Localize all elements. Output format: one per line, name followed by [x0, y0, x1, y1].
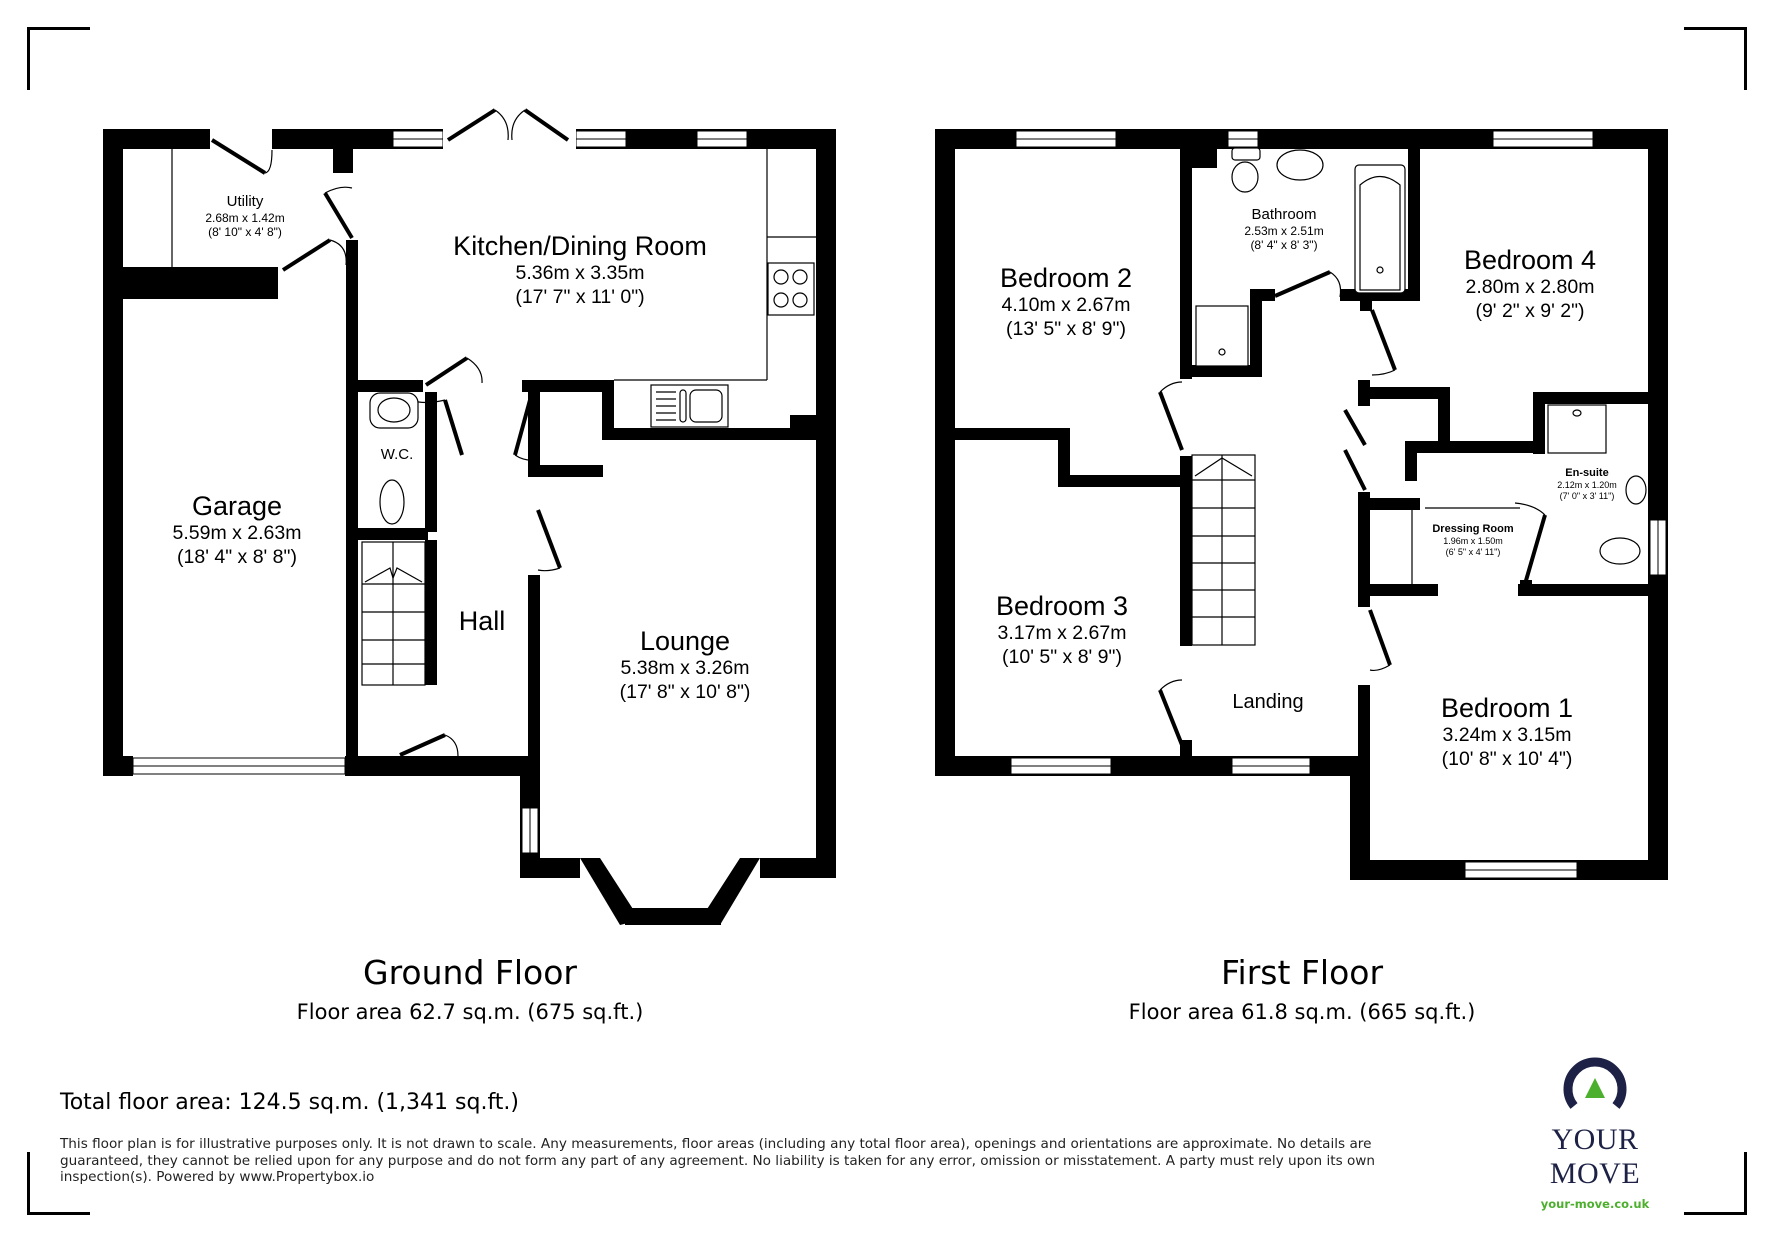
room-metric: 2.12m x 1.20m	[1557, 480, 1617, 491]
room-landing: Landing	[1232, 690, 1303, 714]
room-imperial: (6' 5" x 4' 11")	[1445, 546, 1501, 557]
room-bedroom-4: Bedroom 4 2.80m x 2.80m (9' 2" x 9' 2")	[1464, 244, 1596, 323]
room-imperial: (18' 4" x 8' 8")	[177, 545, 297, 568]
ensuite-fittings	[1411, 404, 1647, 584]
room-bedroom-1: Bedroom 1 3.24m x 3.15m (10' 8" x 10' 4"…	[1441, 692, 1573, 771]
room-name: Utility	[226, 193, 264, 210]
room-name: Hall	[458, 606, 506, 636]
room-utility: Utility 2.68m x 1.42m (8' 10" x 4' 8")	[205, 193, 284, 240]
corner-mark-top-left	[27, 27, 90, 90]
total-floor-area: Total floor area: 124.5 sq.m. (1,341 sq.…	[60, 1090, 520, 1115]
first-floor-stairs	[1191, 454, 1256, 646]
room-hall: Hall	[459, 605, 506, 637]
corner-mark-bottom-left	[27, 1152, 90, 1215]
room-ensuite: En-suite 2.12m x 1.20m (7' 0" x 3' 11")	[1557, 467, 1617, 502]
room-bathroom: Bathroom 2.53m x 2.51m (8' 4" x 8' 3")	[1244, 206, 1323, 253]
ground-door-swings	[264, 109, 561, 757]
room-name: Bedroom 2	[999, 263, 1133, 293]
room-name: Dressing Room	[1432, 523, 1514, 535]
room-name: Bedroom 4	[1463, 245, 1597, 275]
room-metric: 3.17m x 2.67m	[997, 622, 1127, 645]
floor-title: Ground Floor	[363, 953, 577, 992]
room-name: En-suite	[1565, 467, 1609, 479]
kitchen-fittings	[171, 149, 816, 428]
room-metric: 5.38m x 3.26m	[620, 657, 750, 680]
room-name: Lounge	[639, 626, 731, 656]
first-floor-doors	[1158, 270, 1547, 746]
room-imperial: (10' 5" x 8' 9")	[1002, 645, 1122, 668]
room-name: W.C.	[380, 446, 414, 463]
room-wc: W.C.	[381, 446, 414, 464]
room-metric: 1.96m x 1.50m	[1443, 536, 1503, 547]
room-name: Landing	[1232, 691, 1304, 713]
disclaimer-text: This floor plan is for illustrative purp…	[60, 1136, 1376, 1185]
room-lounge: Lounge 5.38m x 3.26m (17' 8" x 10' 8")	[620, 625, 751, 704]
room-metric: 2.80m x 2.80m	[1465, 276, 1595, 299]
your-move-logo-icon	[1563, 1057, 1627, 1109]
room-imperial: (10' 8" x 10' 4")	[1441, 747, 1573, 770]
room-metric: 2.53m x 2.51m	[1244, 224, 1324, 238]
room-metric: 2.68m x 1.42m	[205, 211, 285, 225]
ground-floor-doors	[210, 108, 570, 757]
room-metric: 3.24m x 3.15m	[1442, 724, 1572, 747]
floor-title: First Floor	[1220, 953, 1384, 992]
first-floor-caption: First Floor Floor area 61.8 sq.m. (665 s…	[1129, 953, 1476, 1024]
wc-fittings	[369, 392, 419, 525]
ground-stairs	[361, 541, 426, 686]
room-imperial: (7' 0" x 3' 11")	[1559, 490, 1615, 501]
patio-door-gap	[443, 129, 576, 149]
bathroom-fittings	[1195, 147, 1406, 367]
ground-floor-caption: Ground Floor Floor area 62.7 sq.m. (675 …	[297, 953, 644, 1024]
room-imperial: (17' 7" x 11' 0")	[515, 285, 645, 308]
room-imperial: (17' 8" x 10' 8")	[619, 680, 751, 703]
logo-url-text: your-move.co.uk	[1540, 1197, 1650, 1211]
room-bedroom-2: Bedroom 2 4.10m x 2.67m (13' 5" x 8' 9")	[1000, 262, 1132, 341]
logo-brand-text: YOUR MOVE	[1549, 1123, 1641, 1190]
room-dressing: Dressing Room 1.96m x 1.50m (6' 5" x 4' …	[1432, 523, 1513, 558]
room-metric: 4.10m x 2.67m	[1001, 294, 1131, 317]
room-name: Bathroom	[1251, 206, 1317, 223]
utility-door-gap	[210, 129, 272, 149]
corner-mark-top-right	[1684, 27, 1747, 90]
corner-mark-bottom-right	[1684, 1152, 1747, 1215]
floor-area: Floor area 61.8 sq.m. (665 sq.ft.)	[1128, 1000, 1476, 1024]
your-move-logo: YOUR MOVE your-move.co.uk	[1505, 1052, 1685, 1211]
room-bedroom-3: Bedroom 3 3.17m x 2.67m (10' 5" x 8' 9")	[996, 590, 1128, 669]
room-garage: Garage 5.59m x 2.63m (18' 4" x 8' 8")	[173, 490, 302, 569]
room-name: Bedroom 3	[995, 591, 1129, 621]
ground-window-lines	[133, 138, 747, 918]
room-name: Bedroom 1	[1440, 693, 1574, 723]
room-imperial: (9' 2" x 9' 2")	[1475, 299, 1585, 322]
room-imperial: (8' 4" x 8' 3")	[1250, 238, 1318, 253]
room-name: Kitchen/Dining Room	[453, 231, 707, 261]
room-imperial: (13' 5" x 8' 9")	[1006, 317, 1126, 340]
first-door-swings	[1159, 271, 1546, 691]
room-metric: 5.59m x 2.63m	[172, 522, 302, 545]
room-metric: 5.36m x 3.35m	[515, 262, 645, 285]
room-kitchen: Kitchen/Dining Room 5.36m x 3.35m (17' 7…	[453, 230, 707, 309]
floor-area: Floor area 62.7 sq.m. (675 sq.ft.)	[296, 1000, 644, 1024]
room-name: Garage	[191, 491, 283, 521]
first-window-lines	[1011, 138, 1659, 871]
room-imperial: (8' 10" x 4' 8")	[208, 225, 282, 240]
